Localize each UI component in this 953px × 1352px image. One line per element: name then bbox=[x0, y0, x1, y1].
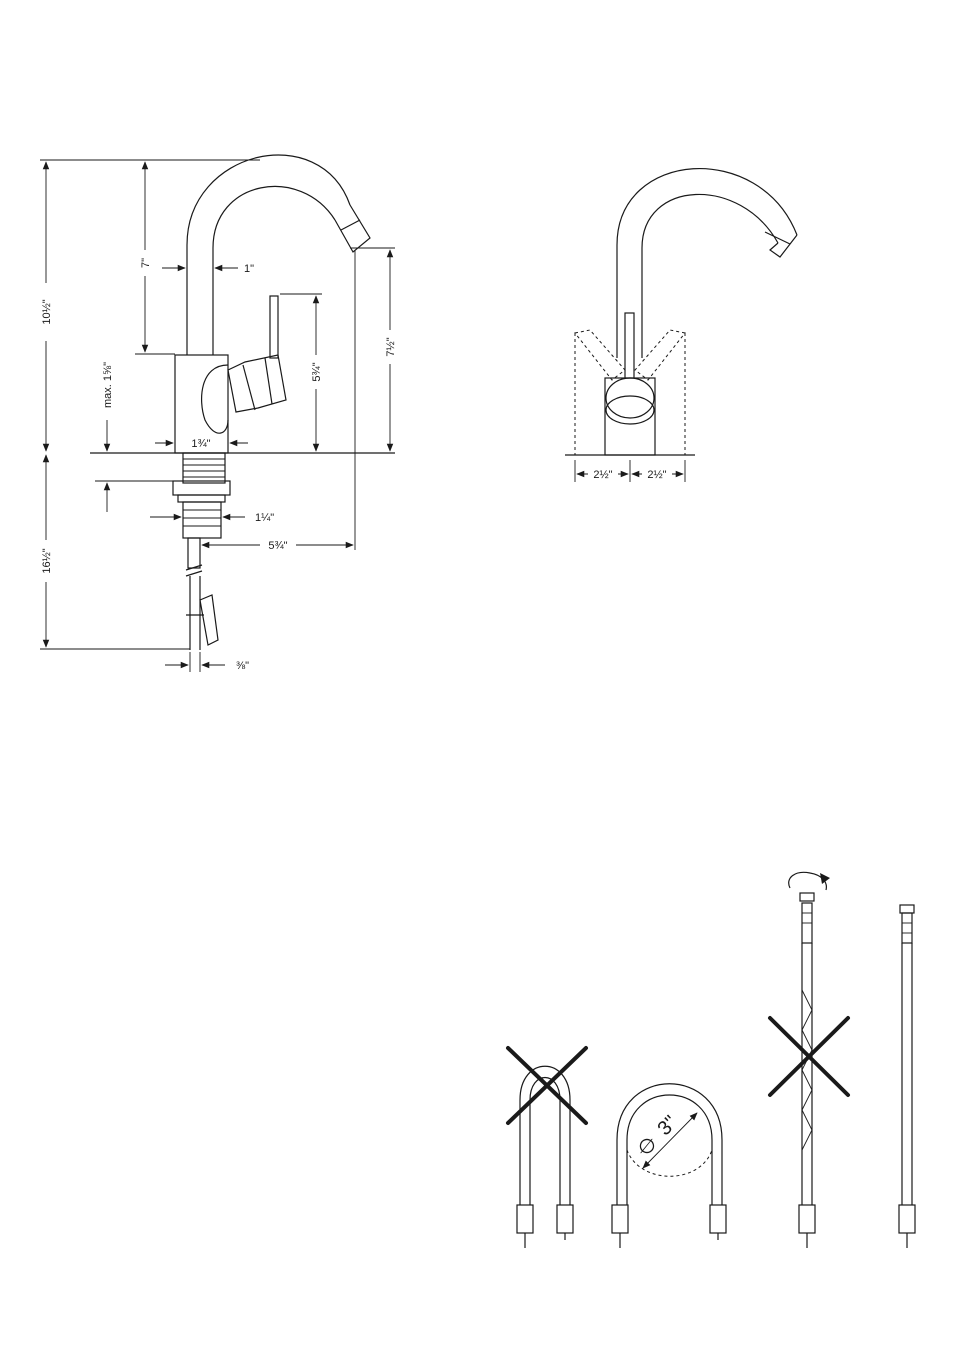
label-max-deck: max. 1⅝" bbox=[102, 362, 114, 408]
label-rotation-right: 2½" bbox=[647, 469, 666, 481]
front-lever bbox=[625, 313, 634, 378]
label-spout-diameter: 1" bbox=[244, 263, 254, 275]
hose-tight-bend-wrong bbox=[508, 1048, 586, 1248]
side-view: 10½" 16½" 7" max. 1⅝" 5¾" 7½" 1" 1¾" 1¼"… bbox=[38, 155, 398, 672]
hose-straight-correct bbox=[899, 905, 915, 1248]
front-spout bbox=[617, 169, 797, 358]
front-view: 2½" 2½" bbox=[565, 169, 797, 482]
hose-twisted-wrong bbox=[770, 872, 848, 1248]
label-height-spout: 7" bbox=[140, 258, 152, 268]
label-height-total: 10½" bbox=[41, 299, 53, 324]
front-body bbox=[605, 378, 655, 455]
hose-correct-bend: ∅ 3" bbox=[612, 1084, 726, 1248]
label-hose-width: ⅜" bbox=[236, 660, 249, 672]
label-body-width: 1¾" bbox=[191, 438, 210, 450]
label-reach: 5¾" bbox=[268, 540, 287, 552]
label-shank-width: 1¼" bbox=[255, 512, 274, 524]
diameter-symbol: ∅ bbox=[638, 1136, 655, 1158]
faucet-body bbox=[175, 296, 286, 453]
label-bend-diameter: 3" bbox=[654, 1112, 682, 1140]
label-rotation-left: 2½" bbox=[593, 469, 612, 481]
label-lever-height: 5¾" bbox=[311, 362, 323, 381]
label-outlet-height: 7½" bbox=[385, 337, 397, 356]
mounting-shank bbox=[173, 453, 230, 650]
label-below-deck: 16½" bbox=[41, 548, 53, 573]
hose-instructions: ∅ 3" bbox=[508, 872, 915, 1248]
